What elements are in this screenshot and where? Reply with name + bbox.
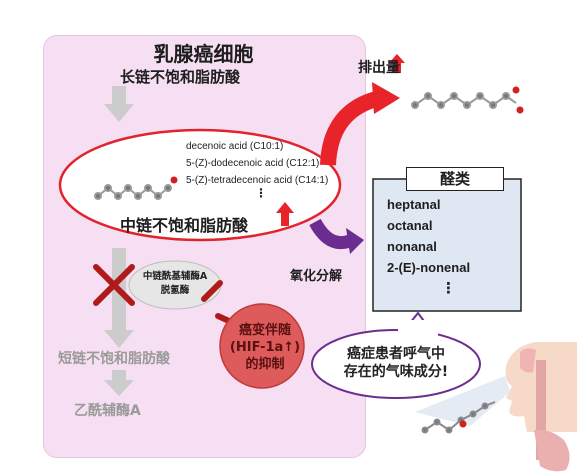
blocked-x (93, 264, 135, 306)
breath-stream (415, 376, 510, 426)
long-chain-fa-label: 长链不饱和脂肪酸 (119, 68, 240, 86)
fa-item-c10: decenoic acid (C10:1) (186, 141, 284, 152)
breath-bubble (311, 329, 481, 399)
aldehyde-title: 醛类 (406, 167, 504, 191)
fa-more-dots: ⋮ (255, 186, 267, 200)
medium-chain-ellipse (58, 128, 342, 242)
oxidation-label: 氧化分解 (290, 269, 343, 284)
exhaled-molecule (421, 401, 496, 434)
aldehyde-nonenal: 2-(E)-nonenal (387, 260, 471, 275)
up-arrow-excretion (389, 54, 405, 73)
fa-item-c14: 5-(Z)-tetradecenoic acid (C14:1) (186, 175, 329, 186)
excretion-label: 排出量 (358, 60, 400, 76)
cancer-line1: 癌变伴随 (238, 323, 291, 338)
medium-chain-fa-label: 中链不饱和脂肪酸 (120, 216, 249, 235)
up-arrow-medium-chain (276, 202, 294, 226)
breath-line1: 癌症患者呼气中 (347, 346, 445, 362)
aldehyde-more-dots: ⋮ (441, 279, 456, 297)
person-head-icon (505, 342, 577, 472)
fa-item-c12: 5-(Z)-dodecenoic acid (C12:1) (186, 158, 320, 169)
aldehyde-box (372, 178, 522, 312)
cancer-line3: 的抑制 (245, 357, 285, 372)
excreted-molecule (411, 86, 524, 114)
pathway-arrows (104, 86, 134, 396)
excretion-arrow (320, 90, 383, 166)
molecule-in-cell (94, 176, 178, 200)
breast-cancer-cell-region (43, 35, 366, 458)
cancer-suppression-label: 癌变伴随 (HIF-1a↑) 的抑制 (225, 322, 305, 373)
aldehyde-octanal: octanal (387, 218, 433, 233)
acetyl-coa-label: 乙酰辅酶A (74, 403, 141, 419)
enzyme-line2: 脱氢酶 (160, 285, 190, 296)
cell-title: 乳腺癌细胞 (153, 42, 254, 66)
cancer-suppression-circle (219, 303, 305, 389)
enzyme-line1: 中链酰基辅酶A (142, 271, 208, 282)
breath-line2: 存在的气味成分! (343, 364, 449, 380)
aldehyde-nonanal: nonanal (387, 239, 437, 254)
breath-bubble-text: 癌症患者呼气中 存在的气味成分! (321, 345, 471, 381)
aldehyde-heptanal: heptanal (387, 197, 441, 212)
enzyme-label: 中链酰基辅酶A 脱氢酶 (132, 270, 218, 298)
oxidation-arrow (309, 218, 355, 250)
cancer-line2: (HIF-1a↑) (229, 340, 301, 355)
short-chain-fa-label: 短链不饱和脂肪酸 (58, 351, 170, 367)
